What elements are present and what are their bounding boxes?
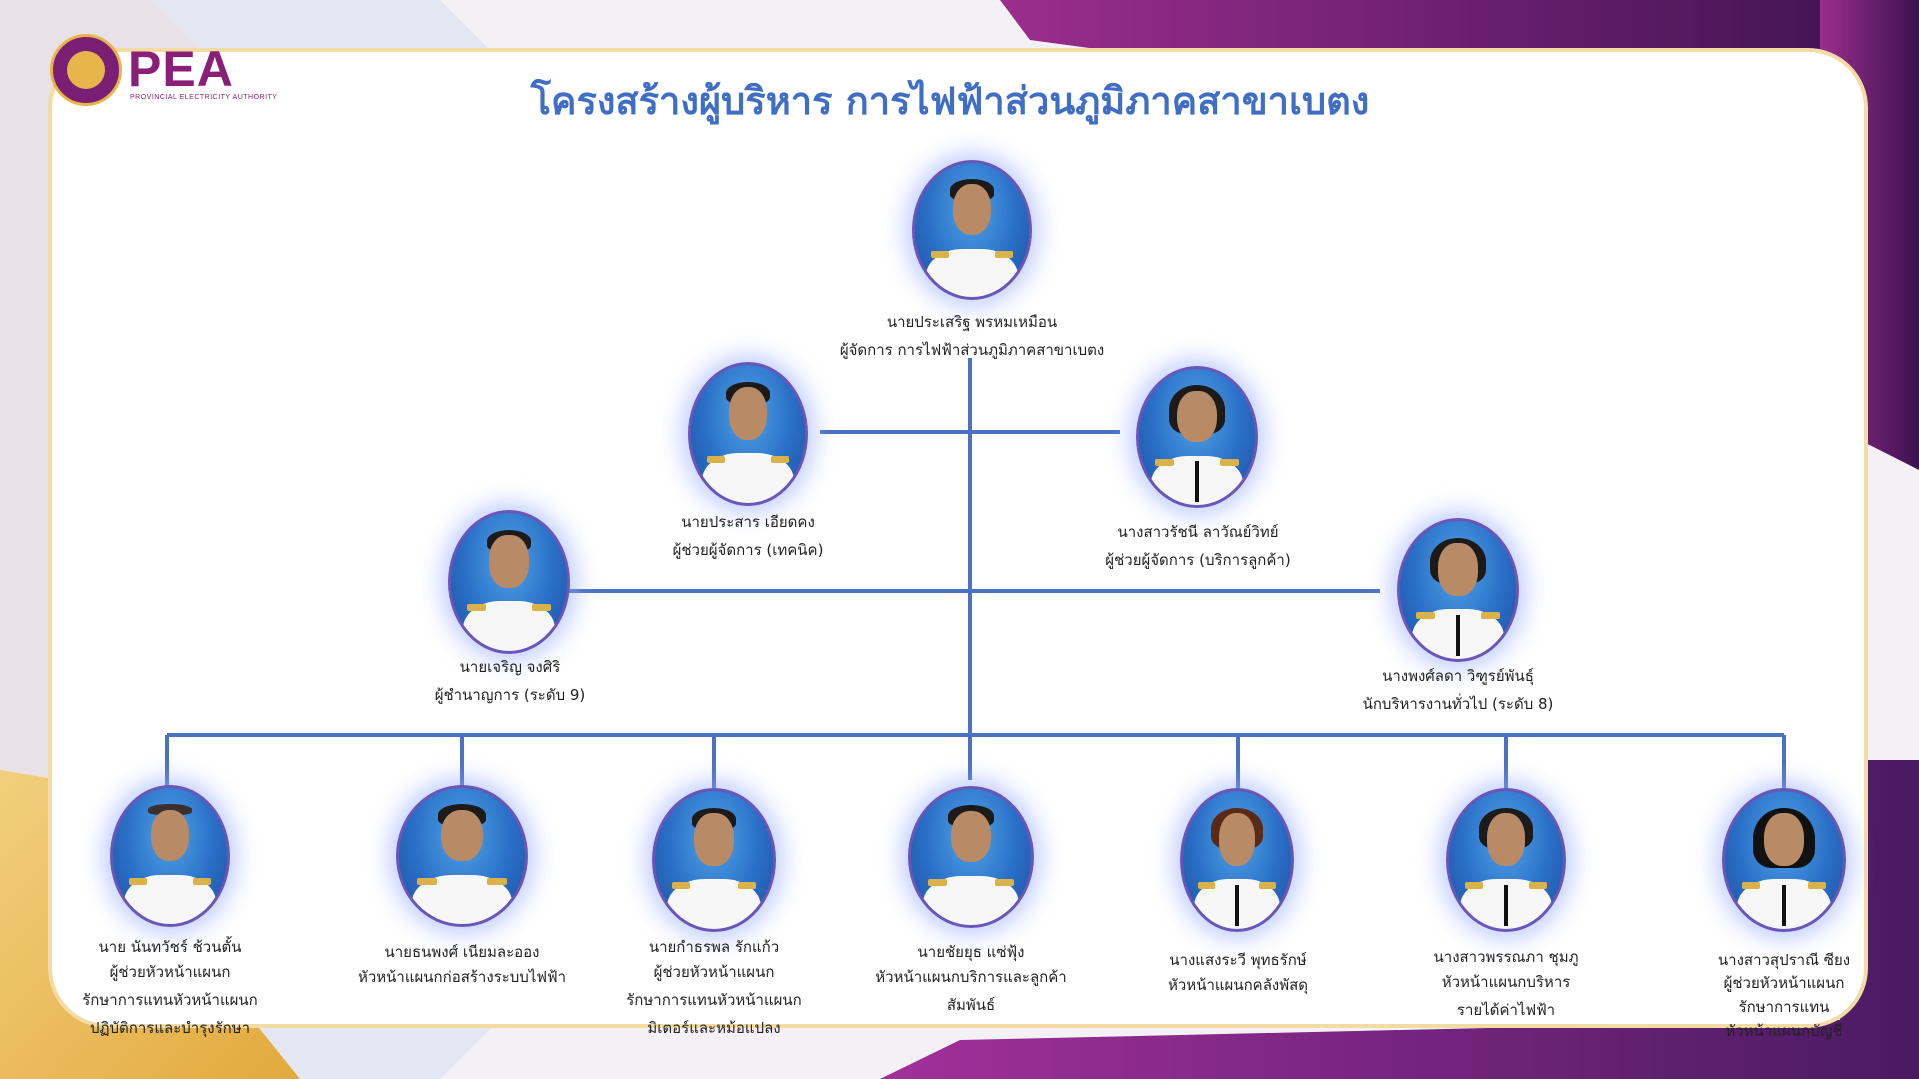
dept-3-role-line: ผู้ช่วยหัวหน้าแผนก [653,963,775,981]
pea-logo: PEA PROVINCIAL ELECTRICITY AUTHORITY [50,34,277,114]
dept-6-role-line: รายได้ค่าไฟฟ้า [1456,1001,1556,1019]
specialist-level8-role: นักบริหารงานทั่วไป (ระดับ 8) [1362,695,1554,713]
dept-7-role-line: รักษาการแทน [1738,998,1830,1016]
dept-4-name: นายชัยยุธ แซ่ฟุ้ง [917,943,1025,961]
dept-3-role-line: รักษาการแทนหัวหน้าแผนก [626,991,802,1009]
dept-7-role-line: ผู้ช่วยหัวหน้าแผนก [1723,974,1845,992]
dept-4-role-line: หัวหน้าแผนกบริการและลูกค้า [875,968,1067,986]
dept-6-name: นางสาวพรรณภา ชุมภู [1433,948,1579,966]
specialist-level8-photo [1397,518,1519,662]
dept-2-role-line: หัวหน้าแผนกก่อสร้างระบบไฟฟ้า [357,968,567,986]
assistant-customer-role: ผู้ช่วยผู้จัดการ (บริการลูกค้า) [1105,551,1291,569]
dept-3-role: ผู้ช่วยหัวหน้าแผนก รักษาการแทนหัวหน้าแผน… [626,958,802,1042]
manager-role: ผู้จัดการ การไฟฟ้าส่วนภูมิภาคสาขาเบตง [839,341,1105,359]
dept-1-role-line: รักษาการแทนหัวหน้าแผนก [82,991,258,1009]
dept-6-photo [1446,788,1566,932]
dept-7-photo [1722,788,1846,932]
specialist-level9-name: นายเจริญ จงศิริ [459,658,561,676]
manager-name: นายประเสริฐ พรหมเหมือน [886,313,1058,331]
page-title: โครงสร้างผู้บริหาร การไฟฟ้าส่วนภูมิภาคสา… [530,79,1370,123]
dept-7-name: นางสาวสุปราณี ซียง [1717,951,1851,969]
logo-tagline: PROVINCIAL ELECTRICITY AUTHORITY [130,94,278,101]
assistant-technical-photo [688,362,808,506]
dept-1-photo [110,785,230,927]
dept-7-role: ผู้ช่วยหัวหน้าแผนก รักษาการแทน หัวหน้าแผ… [1724,971,1845,1043]
manager-photo [912,160,1032,300]
dept-4-role: หัวหน้าแผนกบริการและลูกค้า สัมพันธ์ [875,963,1066,1019]
dept-7-role-line: หัวหน้าแผนกบัญชี [1725,1022,1843,1040]
assistant-customer-name: นางสาวรัชนี ลาวัณย์วิทย์ [1117,523,1279,541]
dept-1-name: นาย นันทวัชร์ ช้วนตั้น [98,938,242,956]
dept-6-role-line: หัวหน้าแผนกบริหาร [1441,973,1571,991]
dept-1-role-line: ผู้ช่วยหัวหน้าแผนก [109,963,231,981]
assistant-technical-name: นายประสาร เอียดคง [681,513,815,531]
dept-3-name: นายกำธรพล รักแก้ว [648,938,780,956]
dept-2-name: นายธนพงศ์ เนียมละออง [384,943,540,961]
dept-6-role: หัวหน้าแผนกบริหาร รายได้ค่าไฟฟ้า [1442,968,1571,1024]
dept-5-role-line: หัวหน้าแผนกคลังพัสดุ [1167,976,1309,994]
specialist-level9-role: ผู้ชำนาญการ (ระดับ 9) [434,686,586,704]
dept-5-name: นางแสงระวี พุทธรักษ์ [1169,951,1307,969]
dept-5-photo [1180,788,1294,932]
dept-1-role-line: ปฏิบัติการและบำรุงรักษา [89,1019,251,1037]
pea-emblem-icon [50,34,122,106]
dept-2-role: หัวหน้าแผนกก่อสร้างระบบไฟฟ้า [358,963,566,991]
specialist-level9-photo [448,510,570,654]
specialist-level8-name: นางพงศ์ลดา วิฑูรย์พันธุ์ [1382,667,1534,685]
dept-5-role: หัวหน้าแผนกคลังพัสดุ [1168,971,1308,999]
dept-1-role: ผู้ช่วยหัวหน้าแผนก รักษาการแทนหัวหน้าแผน… [82,958,258,1042]
assistant-technical-role: ผู้ช่วยผู้จัดการ (เทคนิค) [672,541,824,559]
dept-2-photo [396,785,528,927]
dept-3-photo [652,788,776,932]
dept-3-role-line: มิเตอร์และหม้อแปลง [647,1019,781,1037]
assistant-customer-photo [1136,366,1258,508]
dept-4-role-line: สัมพันธ์ [946,996,996,1014]
dept-4-photo [908,786,1034,928]
logo-wordmark: PEA [128,41,234,97]
